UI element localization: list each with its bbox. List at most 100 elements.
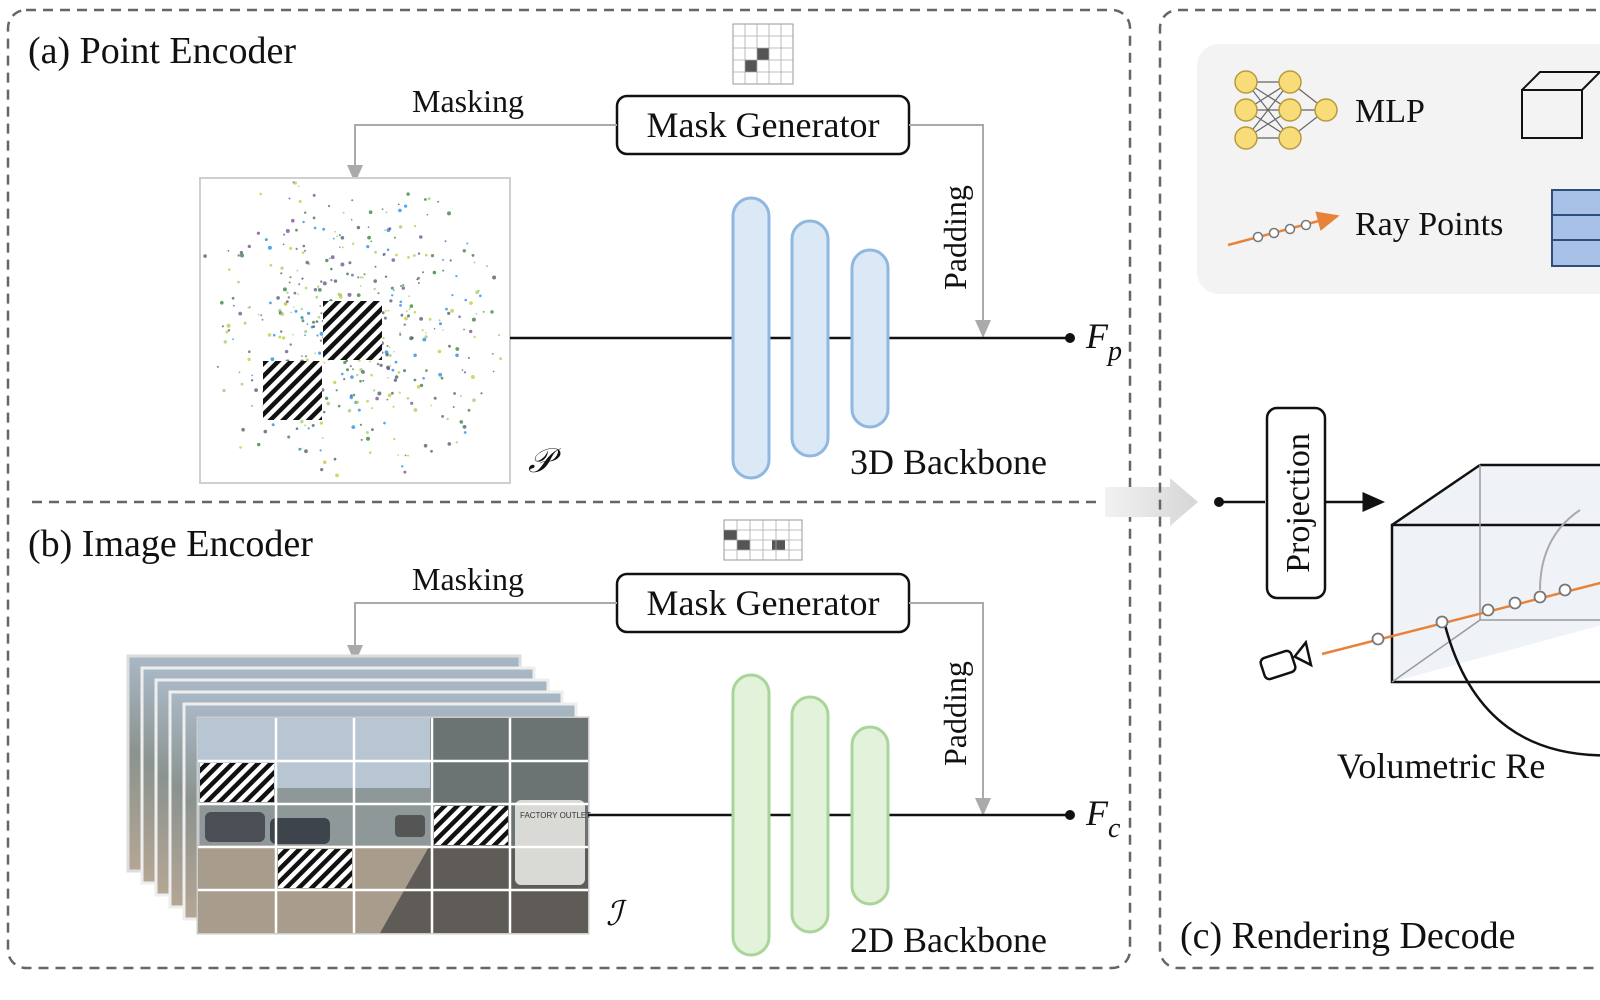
point-cloud-dot: [399, 304, 402, 307]
point-cloud-dot: [395, 253, 398, 257]
point-cloud-dot: [216, 365, 219, 368]
point-cloud-dot: [237, 254, 240, 257]
point-cloud-dot: [416, 385, 421, 389]
point-cloud-dot: [382, 254, 385, 256]
legend-ray-label: Ray Points: [1355, 206, 1503, 243]
point-cloud-dot: [388, 227, 392, 231]
point-cloud-dot: [247, 306, 250, 309]
point-cloud-dot: [350, 219, 353, 221]
point-cloud-dot: [347, 409, 352, 413]
point-cloud-dot: [301, 355, 303, 357]
point-cloud-dot: [327, 204, 331, 208]
backbone-layer: [850, 248, 890, 429]
point-cloud-dot: [413, 408, 418, 412]
point-cloud-dot: [297, 185, 300, 188]
point-feature-dot: [1065, 333, 1075, 343]
point-cloud-dot: [259, 192, 263, 196]
point-cloud-dot: [386, 345, 389, 347]
point-cloud-dot: [413, 353, 417, 358]
point-cloud-dot: [386, 248, 390, 252]
legend-mlp-label: MLP: [1355, 93, 1425, 130]
point-cloud-dot: [326, 401, 331, 406]
point-cloud-dot: [345, 359, 349, 363]
point-cloud-dot: [365, 431, 369, 434]
point-cloud-dot: [293, 291, 297, 295]
point-cloud-dot: [317, 285, 320, 288]
point-cloud-dot: [238, 371, 241, 374]
point-cloud-dot: [397, 454, 400, 456]
point-cloud-dot: [440, 376, 444, 380]
point-cloud-dot: [307, 427, 310, 430]
point-cloud-dot: [295, 247, 298, 250]
point-cloud-dot: [410, 401, 414, 405]
point-cloud-dot: [257, 313, 260, 316]
point-cloud-dot: [452, 406, 455, 408]
point-cloud-dot: [297, 293, 300, 295]
point-cloud-dot: [313, 226, 317, 230]
2d-backbone-label: 2D Backbone: [850, 920, 1047, 960]
point-cloud-dot: [382, 336, 385, 340]
point-cloud-dot: [238, 311, 243, 316]
backbone-layer: [790, 695, 830, 934]
point-cloud-dot: [350, 375, 354, 379]
point-cloud-dot: [450, 308, 454, 313]
point-cloud-dot: [288, 197, 291, 200]
point-cloud-dot: [313, 288, 318, 292]
point-cloud-dot: [325, 258, 329, 263]
point-cloud-dot: [389, 299, 393, 303]
mlp-icon: [1234, 70, 1338, 150]
point-cloud-dot: [237, 280, 240, 284]
point-cloud-dot: [296, 269, 299, 272]
point-cloud-dot: [371, 407, 374, 410]
point-cloud-dot: [225, 330, 229, 334]
point-cloud-dot: [306, 323, 309, 326]
point-cloud-dot: [352, 393, 356, 397]
point-cloud-dot: [419, 317, 423, 321]
point-cloud-dot: [269, 263, 273, 267]
point-cloud-dot: [428, 317, 432, 321]
point-cloud-dot: [248, 350, 251, 354]
point-cloud-dot: [240, 382, 244, 386]
point-cloud-dot: [304, 334, 306, 337]
point-cloud-dot: [298, 447, 302, 451]
point-cloud-dot: [461, 369, 464, 371]
point-cloud-dot: [407, 454, 410, 457]
point-cloud-dot: [412, 254, 416, 257]
ray-points-icon: [1227, 211, 1340, 247]
point-cloud-dot: [232, 304, 235, 307]
backbone-layer: [790, 219, 830, 458]
point-cloud-dot: [232, 338, 235, 341]
point-cloud-dot: [282, 243, 285, 246]
point-cloud-dot: [290, 311, 293, 314]
point-cloud-dot: [305, 260, 310, 265]
point-cloud-dot: [231, 296, 235, 300]
point-cloud-dot: [448, 344, 451, 348]
point-cloud-dot: [311, 424, 315, 427]
point-cloud-dot: [384, 229, 387, 232]
point-cloud-dot: [321, 437, 324, 439]
point-cloud-dot: [439, 322, 442, 326]
point-cloud-dot: [393, 378, 398, 382]
point-cloud-dot: [285, 229, 290, 233]
point-cloud-dot: [383, 421, 386, 425]
point-cloud-dot: [220, 300, 224, 305]
volume-label: Volumetric Re: [1337, 746, 1545, 786]
point-cloud-dot: [292, 333, 294, 336]
point-cloud-dot: [351, 199, 354, 202]
point-cloud-dot: [227, 329, 231, 332]
point-cloud-dot: [302, 244, 306, 248]
point-cloud-dot: [377, 292, 380, 295]
point-cloud-dot: [447, 442, 452, 446]
point-cloud-dot: [351, 273, 354, 277]
point-cloud-dot: [499, 357, 502, 360]
point-cloud-dot: [399, 333, 402, 336]
point-cloud-dot: [291, 218, 295, 223]
point-cloud-dot: [410, 336, 414, 340]
point-cloud-dot: [387, 393, 392, 398]
point-cloud-dot: [323, 460, 327, 465]
point-cloud-dot: [359, 276, 362, 279]
point-cloud-dot: [368, 210, 373, 214]
point-cloud-dot: [343, 378, 346, 381]
point-cloud-dot: [312, 216, 316, 220]
point-cloud-dot: [381, 311, 385, 315]
